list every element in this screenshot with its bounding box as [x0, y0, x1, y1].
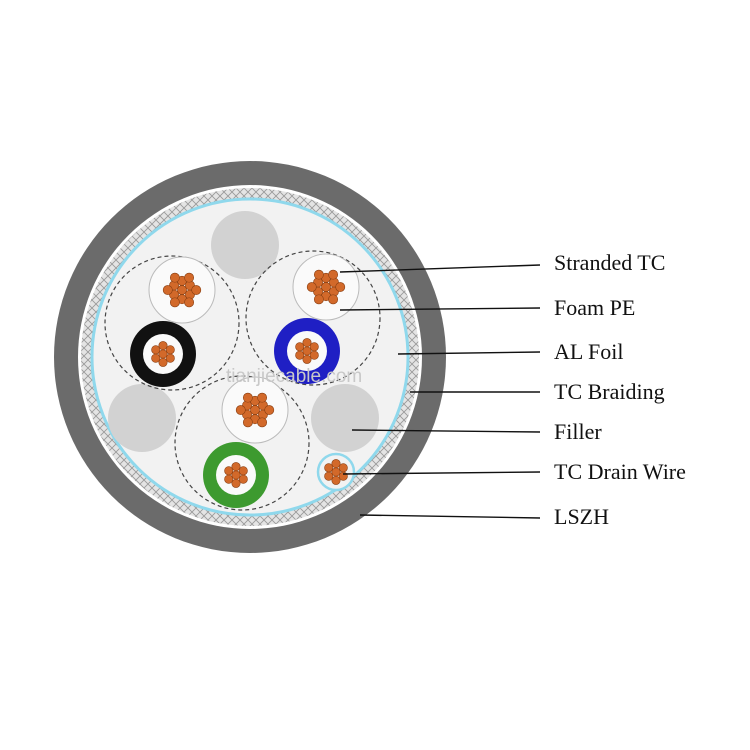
- copper-strand: [169, 297, 180, 308]
- pair-group-left: [104, 255, 240, 391]
- leader-al-foil: [397, 351, 541, 355]
- conductors: [130, 253, 360, 508]
- conductor-blue: [274, 318, 340, 384]
- label-stranded-tc: Stranded TC: [554, 250, 665, 275]
- copper-strand: [324, 471, 334, 481]
- copper-strand: [338, 463, 348, 473]
- copper-strand: [231, 478, 241, 488]
- copper-strand: [162, 285, 173, 295]
- copper-strand: [242, 392, 253, 403]
- copper-strand: [238, 466, 248, 476]
- copper-strand: [328, 269, 339, 280]
- conductor-black: [130, 321, 196, 387]
- copper-strand: [184, 297, 195, 308]
- copper-strand: [328, 294, 339, 305]
- copper-strand: [231, 462, 241, 472]
- copper-strand: [264, 405, 275, 415]
- copper-strand: [177, 285, 187, 295]
- label-tc-braiding: TC Braiding: [554, 379, 665, 404]
- pair-groups: [104, 250, 381, 511]
- copper-strand: [302, 338, 312, 348]
- copper-strand: [158, 349, 168, 359]
- copper-strand: [313, 294, 324, 305]
- copper-strand: [295, 350, 305, 360]
- fillers: [108, 211, 379, 452]
- leader-lines: [339, 264, 541, 519]
- copper-strand: [158, 357, 168, 367]
- copper-strand: [331, 467, 341, 477]
- pair-group-right: [245, 250, 381, 386]
- copper-strand: [165, 345, 175, 355]
- copper-strand: [295, 342, 305, 352]
- copper-strand: [191, 285, 202, 295]
- leader-lszh: [359, 514, 541, 519]
- leader-filler: [351, 429, 541, 433]
- stranded-tc-bundle: [235, 392, 275, 428]
- stranded-tc-bundle: [306, 269, 346, 305]
- filler-right: [311, 384, 379, 452]
- conductor-white-left: [148, 256, 216, 324]
- stranded-tc-bundle: [162, 272, 202, 308]
- watermark: tianjiecable.com: [226, 366, 362, 387]
- copper-strand: [338, 471, 348, 481]
- copper-strand: [313, 269, 324, 280]
- copper-strand: [235, 405, 246, 415]
- conductor-white-bottom: [221, 376, 289, 444]
- copper-strand: [151, 345, 161, 355]
- copper-strand: [224, 466, 234, 476]
- leader-stranded-tc: [339, 264, 541, 273]
- label-lszh: LSZH: [554, 504, 609, 529]
- stranded-tc-bundle: [295, 338, 319, 364]
- copper-strand: [324, 463, 334, 473]
- copper-strand: [306, 282, 317, 292]
- copper-strand: [309, 342, 319, 352]
- label-foam-pe: Foam PE: [554, 295, 635, 320]
- copper-strand: [158, 341, 168, 351]
- copper-strand: [169, 272, 180, 283]
- copper-strand: [257, 392, 268, 403]
- leader-foam-pe: [339, 307, 541, 311]
- conductor-white-right: [292, 253, 360, 321]
- tc-drain-wire: [316, 452, 356, 492]
- labels: Stranded TC Foam PE AL Foil TC Braiding …: [554, 250, 686, 529]
- copper-strand: [238, 474, 248, 484]
- copper-strand: [231, 470, 241, 480]
- copper-strand: [302, 354, 312, 364]
- label-filler: Filler: [554, 419, 602, 444]
- copper-strand: [331, 475, 341, 485]
- copper-strand: [224, 474, 234, 484]
- label-tc-drain-wire: TC Drain Wire: [554, 459, 686, 484]
- label-al-foil: AL Foil: [554, 339, 623, 364]
- stranded-tc-bundle: [224, 462, 248, 488]
- filler-left: [108, 384, 176, 452]
- stranded-tc-bundle: [151, 341, 175, 367]
- copper-strand: [257, 417, 268, 428]
- filler-top: [211, 211, 279, 279]
- copper-strand: [242, 417, 253, 428]
- copper-strand: [165, 353, 175, 363]
- copper-strand: [331, 459, 341, 469]
- pair-group-bottom: [174, 375, 310, 511]
- copper-strand: [309, 350, 319, 360]
- copper-strand: [250, 405, 260, 415]
- stranded-tc-bundle: [324, 459, 348, 485]
- copper-strand: [302, 346, 312, 356]
- copper-strand: [184, 272, 195, 283]
- copper-strand: [151, 353, 161, 363]
- copper-strand: [321, 282, 331, 292]
- copper-strand: [335, 282, 346, 292]
- leader-tc-drain-wire: [342, 471, 541, 475]
- conductor-green: [203, 442, 269, 508]
